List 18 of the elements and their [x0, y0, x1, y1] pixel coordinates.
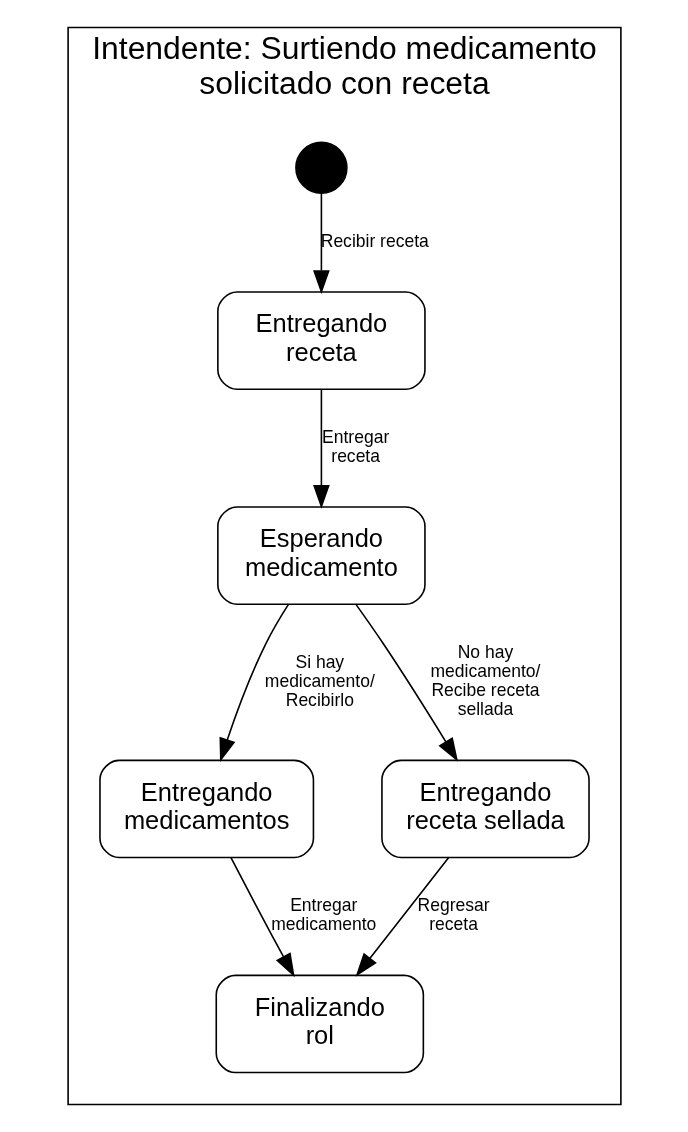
arrow [354, 603, 458, 762]
node-box: Entregando receta sellada [380, 759, 590, 859]
edge-label: Recibir receta [320, 231, 429, 252]
node-box: Entregando medicamentos [98, 759, 314, 859]
arrow [312, 388, 330, 509]
node-box: Esperando medicamento [216, 506, 426, 606]
arrow [355, 856, 449, 977]
edge-label: Entregar medicamento [270, 895, 376, 935]
edge-label: Entregar receta [321, 427, 389, 467]
arrow [312, 192, 330, 295]
edge-label: No hay medicamento/ Recibe receta sellada [429, 642, 540, 720]
arrow [229, 856, 295, 978]
node-circle [294, 141, 348, 195]
node-box: Finalizando rol [214, 974, 424, 1074]
node-box: Entregando receta [216, 291, 426, 390]
edge-label: Si hay medicamento/ Recibirlo [264, 651, 375, 710]
edge-label: Regresar receta [417, 895, 490, 935]
arrow [219, 603, 289, 763]
